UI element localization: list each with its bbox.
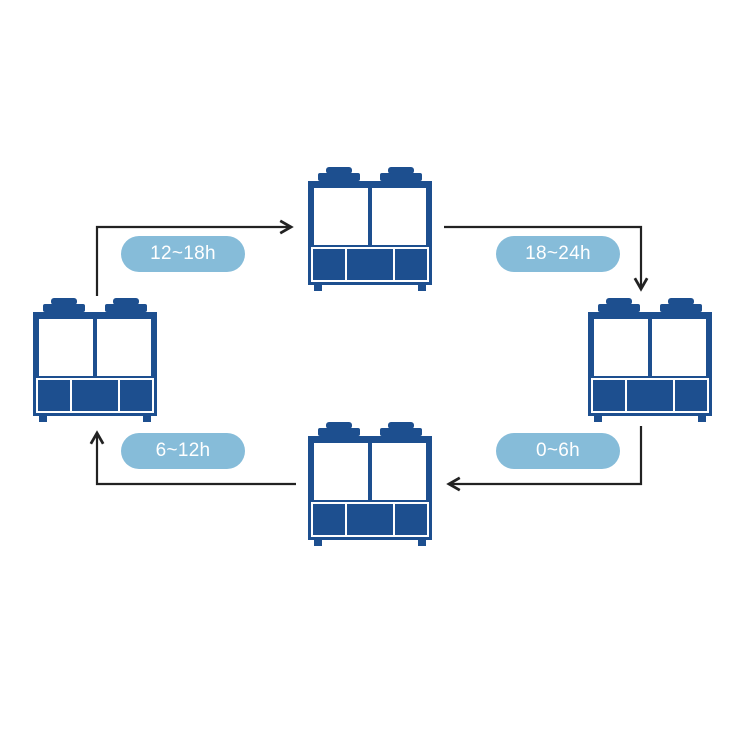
chiller-unit-icon xyxy=(588,298,712,422)
time-label-bottom-left: 6~12h xyxy=(121,433,245,469)
chiller-unit-icon xyxy=(33,298,157,422)
time-label-top-left: 12~18h xyxy=(121,236,245,272)
time-label-bottom-right: 0~6h xyxy=(496,433,620,469)
arrow-bottom-to-left xyxy=(89,430,296,486)
arrow-left-to-top xyxy=(95,219,294,296)
time-label-top-right: 18~24h xyxy=(496,236,620,272)
chiller-unit-icon xyxy=(308,422,432,546)
chiller-unit-icon xyxy=(308,167,432,291)
arrow-top-to-right xyxy=(444,225,649,292)
arrow-right-to-bottom xyxy=(446,426,643,492)
chiller-unit-right xyxy=(586,296,714,426)
chiller-unit-top xyxy=(306,165,434,295)
chiller-unit-left xyxy=(31,296,159,426)
chiller-unit-bottom xyxy=(306,420,434,550)
